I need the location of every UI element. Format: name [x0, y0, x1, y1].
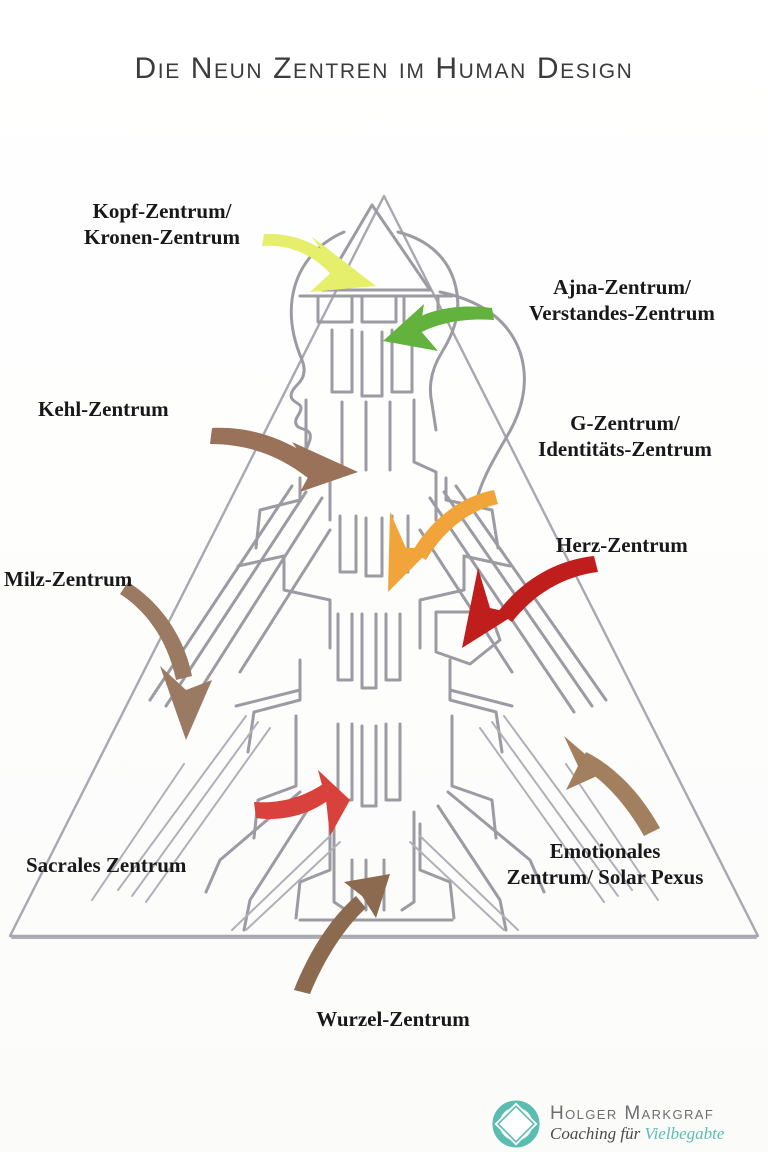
label-milz-zentrum: Milz-Zentrum: [4, 567, 133, 591]
logo-text-block: Holger Markgraf Coaching für Vielbegabte: [550, 1102, 724, 1144]
arrow-milz-zentrum: [120, 582, 212, 740]
arrow-emotionales-zentrum: [564, 736, 660, 836]
arrow-wurzel-zentrum: [294, 874, 390, 994]
label-ajna-zentrum: Ajna-Zentrum/ Verstandes-Zentrum: [529, 275, 715, 326]
arrow-sacrales-zentrum: [254, 770, 350, 836]
logo-circle-diamond-icon: [492, 1100, 540, 1148]
outer-rays: [91, 715, 659, 931]
lower-body: [204, 714, 546, 932]
arrow-ajna-zentrum: [383, 304, 494, 351]
arrow-kehl-zentrum: [210, 427, 358, 492]
label-wurzel-zentrum: Wurzel-Zentrum: [316, 1007, 470, 1031]
arrow-g-zentrum: [388, 490, 498, 592]
label-sacrales-zentrum: Sacrales Zentrum: [26, 853, 187, 877]
logo-name: Holger Markgraf: [550, 1102, 715, 1124]
label-kopf-zentrum: Kopf-Zentrum/ Kronen-Zentrum: [84, 199, 240, 250]
arrow-kopf-zentrum: [262, 233, 376, 292]
logo-tagline: Coaching für Vielbegabte: [550, 1124, 724, 1144]
label-emotionales-zentrum: Emotionales Zentrum/ Solar Pexus: [506, 839, 704, 890]
label-herz-zentrum: Herz-Zentrum: [556, 533, 688, 557]
brand-logo: Holger Markgraf Coaching für Vielbegabte: [492, 1098, 756, 1150]
page-title: Die Neun Zentren im Human Design: [134, 52, 634, 85]
torso-channels: [148, 484, 608, 714]
label-kehl-zentrum: Kehl-Zentrum: [38, 397, 169, 421]
arrow-herz-zentrum: [462, 556, 598, 648]
logo-tagline-prefix: Coaching für: [550, 1123, 645, 1143]
label-g-zentrum: G-Zentrum/ Identitäts-Zentrum: [538, 411, 712, 462]
logo-tagline-accent: Vielbegabte: [644, 1123, 725, 1143]
